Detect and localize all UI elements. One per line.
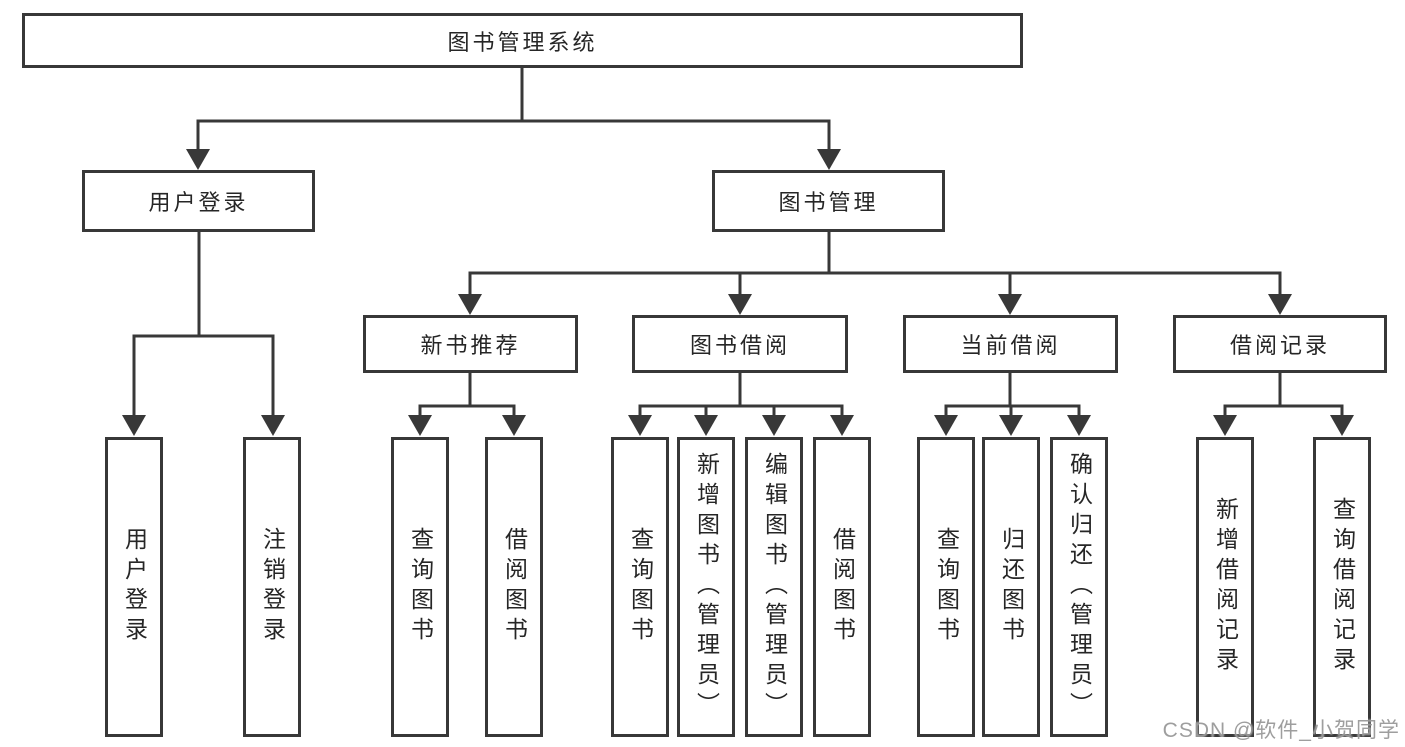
- leaf-borrow-books: 借阅图书: [813, 437, 871, 737]
- leaf-logout: 注销登录: [243, 437, 301, 737]
- leaf-query-books-borrow: 查询图书: [611, 437, 669, 737]
- leaf-add-books-admin: 新增图书（管理员）: [677, 437, 735, 737]
- node-book-borrowing: 图书借阅: [632, 315, 848, 373]
- leaf-confirm-return-admin: 确认归还（管理员）: [1050, 437, 1108, 737]
- leaf-user-login: 用户登录: [105, 437, 163, 737]
- leaf-query-books-recommend: 查询图书: [391, 437, 449, 737]
- node-user-login: 用户登录: [82, 170, 315, 232]
- node-label: 查询图书: [627, 527, 654, 647]
- leaf-return-books: 归还图书: [982, 437, 1040, 737]
- csdn-watermark: CSDN @软件_小贺同学: [1162, 719, 1400, 742]
- leaf-edit-books-admin: 编辑图书（管理员）: [745, 437, 803, 737]
- leaf-query-books-current: 查询图书: [917, 437, 975, 737]
- node-label: 借阅图书: [829, 527, 856, 647]
- node-borrowing-records: 借阅记录: [1173, 315, 1387, 373]
- node-current-borrowing: 当前借阅: [903, 315, 1118, 373]
- node-label: 借阅记录: [1229, 333, 1330, 358]
- node-library-management-system: 图书管理系统: [22, 13, 1023, 68]
- node-label: 借阅图书: [501, 527, 528, 647]
- node-label: 查询图书: [933, 527, 960, 647]
- node-label: 新增图书（管理员）: [693, 452, 720, 722]
- node-label: 确认归还（管理员）: [1066, 452, 1093, 722]
- leaf-add-borrow-record: 新增借阅记录: [1196, 437, 1254, 737]
- leaf-query-borrow-record: 查询借阅记录: [1313, 437, 1371, 737]
- node-label: 归还图书: [998, 527, 1025, 647]
- leaf-borrow-books-recommend: 借阅图书: [485, 437, 543, 737]
- node-label: 图书管理: [778, 190, 879, 215]
- node-label: 查询借阅记录: [1329, 497, 1356, 677]
- node-label: 图书管理系统: [447, 29, 598, 55]
- node-label: 用户登录: [121, 527, 148, 647]
- node-label: 用户登录: [148, 190, 249, 215]
- node-label: 新书推荐: [420, 333, 521, 358]
- node-label: 当前借阅: [960, 333, 1061, 358]
- node-label: 新增借阅记录: [1212, 497, 1239, 677]
- node-label: 编辑图书（管理员）: [761, 452, 788, 722]
- node-label: 查询图书: [407, 527, 434, 647]
- node-label: 注销登录: [259, 527, 286, 647]
- node-book-management: 图书管理: [712, 170, 945, 232]
- node-new-book-recommendation: 新书推荐: [363, 315, 578, 373]
- node-label: 图书借阅: [689, 333, 790, 358]
